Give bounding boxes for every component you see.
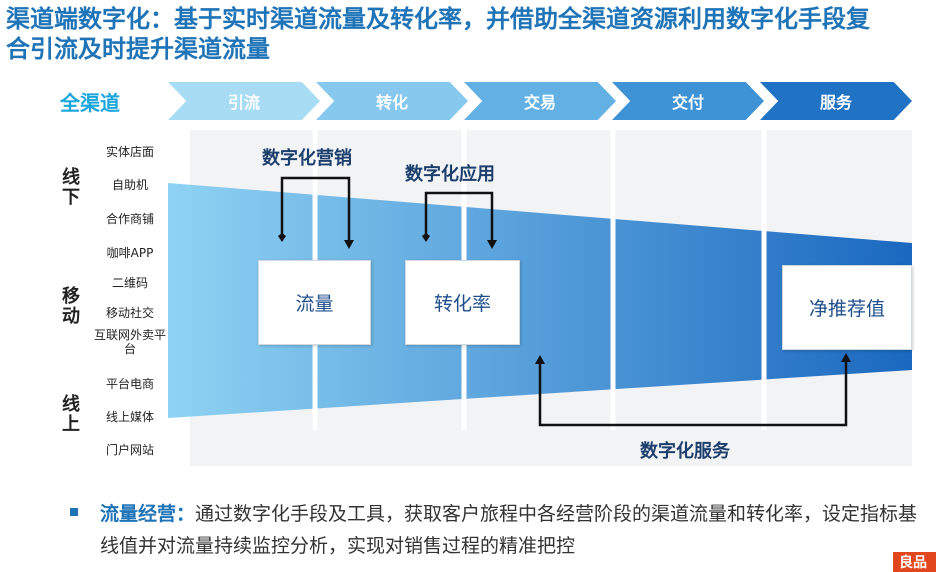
bullet-text: 流量经营：通过数字化手段及工具，获取客户旅程中各经营阶段的渠道流量和转化率，设定… [100,498,920,562]
brand-logo: 良品 [893,552,936,572]
traffic-box: 流量 [258,260,371,345]
channel-item: 自助机 [111,178,148,192]
funnel-shape [168,183,912,418]
channel-item: 实体店面 [105,145,154,159]
channel-item: 线上媒体 [105,410,154,424]
channel-item: 移动社交 [105,306,154,320]
channel-item: 门户网站 [105,443,154,457]
bullet-icon [70,508,78,516]
stage-transaction: 交易 [464,82,616,120]
digital-service-label: 数字化服务 [640,441,730,462]
channel-item: 互联网外卖平台 [93,328,166,356]
channel-item: 二维码 [111,276,148,290]
stage-conversion: 转化 [316,82,468,120]
all-channel-label: 全渠道 [60,91,120,115]
bracket-arrows [280,176,848,427]
group-mobile: 移动 [62,286,80,327]
bullet-body: 通过数字化手段及工具，获取客户旅程中各经营阶段的渠道流量和转化率，设定指标基线值… [100,503,918,557]
digital-marketing-label: 数字化营销 [262,148,352,169]
page-title: 渠道端数字化：基于实时渠道流量及转化率，并借助全渠道资源利用数字化手段复合引流及… [6,5,870,63]
stage-traffic: 引流 [168,82,320,120]
channel-item: 合作商铺 [105,212,154,226]
channel-item: 咖啡APP [106,246,154,260]
channel-item: 平台电商 [105,377,154,391]
group-offline: 线下 [62,167,80,208]
conversion-box: 转化率 [405,260,520,345]
stage-delivery: 交付 [612,82,764,120]
stage-service: 服务 [760,82,912,120]
group-online: 线上 [62,394,80,435]
nps-box: 净推荐值 [782,265,912,350]
bullet-heading: 流量经营： [100,503,196,525]
digital-application-label: 数字化应用 [405,164,495,185]
